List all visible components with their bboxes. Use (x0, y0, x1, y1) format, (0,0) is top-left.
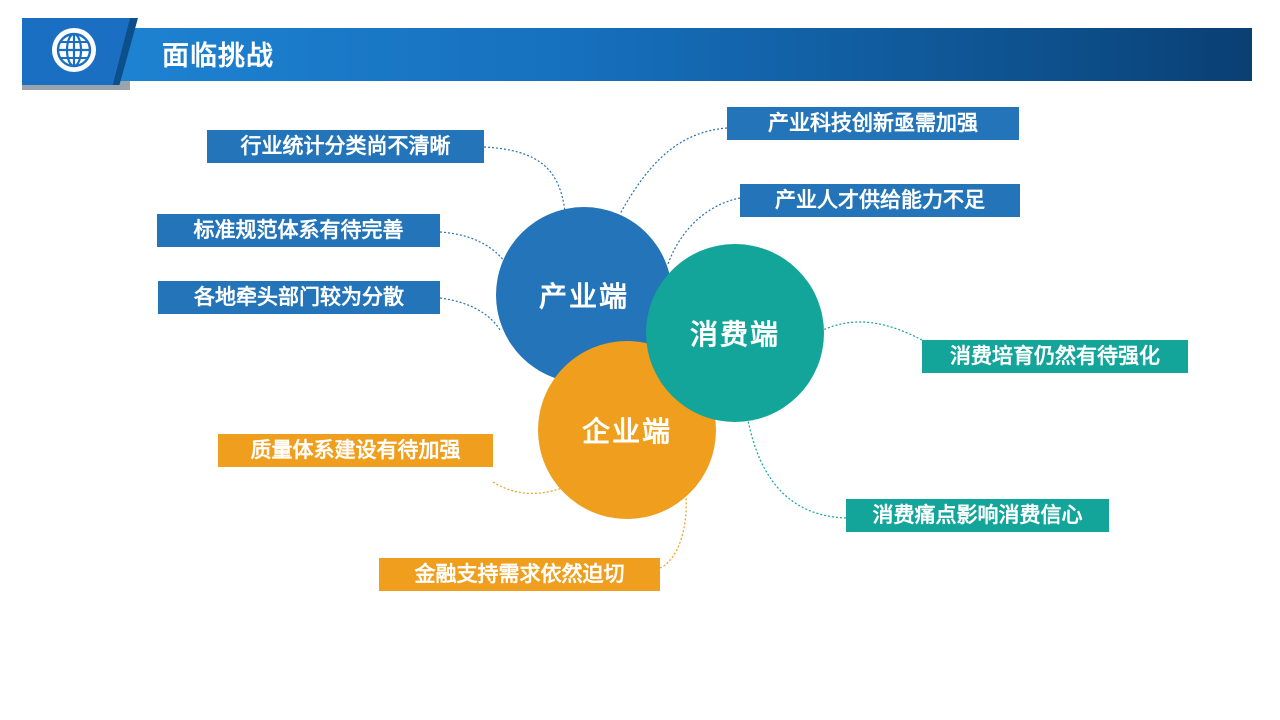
label-consumer-cultivation: 消费培育仍然有待强化 (922, 340, 1188, 373)
page-title: 面临挑战 (162, 41, 274, 72)
hub-consumer: 消费端 (646, 244, 824, 422)
connector-leadership (439, 297, 501, 331)
label-leadership: 各地牵头部门较为分散 (158, 281, 440, 314)
connector-industry-stats (483, 146, 566, 213)
globe-icon (52, 28, 96, 72)
connector-quality-system (492, 481, 563, 494)
label-industry-stats: 行业统计分类尚不清晰 (207, 130, 484, 163)
label-standards: 标准规范体系有待完善 (157, 214, 440, 247)
label-tech-innovation: 产业科技创新亟需加强 (727, 107, 1019, 140)
hub-industry-label: 产业端 (538, 280, 629, 313)
label-quality-system: 质量体系建设有待加强 (218, 434, 493, 467)
header-shadow (22, 81, 130, 90)
connector-talent-supply (667, 197, 741, 265)
connector-tech-innovation (619, 127, 728, 215)
connector-standards (439, 231, 506, 263)
hub-consumer-label: 消费端 (689, 318, 780, 351)
header-bar (22, 28, 1252, 81)
label-finance-support: 金融支持需求依然迫切 (379, 558, 660, 591)
label-consumer-pain: 消费痛点影响消费信心 (846, 499, 1109, 532)
connector-consumer-cultivation (822, 321, 923, 341)
connector-consumer-pain (747, 419, 847, 519)
label-talent-supply: 产业人才供给能力不足 (740, 184, 1020, 217)
hub-enterprise-label: 企业端 (581, 415, 672, 448)
